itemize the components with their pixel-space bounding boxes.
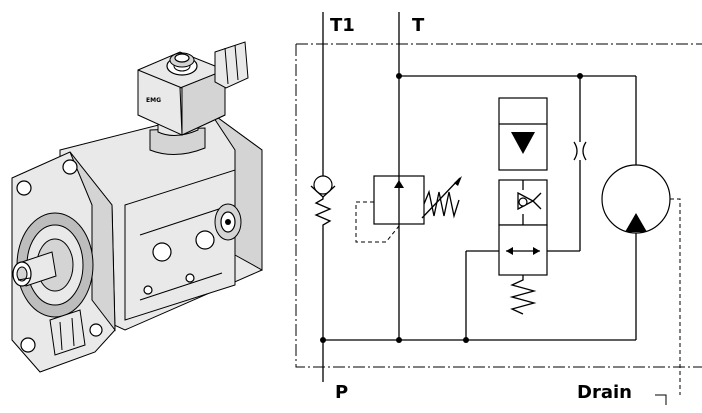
port-label-p: P [335,382,348,403]
check-valve-t1 [310,12,336,382]
port-label-drain: Drain [577,382,632,403]
pump-symbol [601,76,681,395]
relief-valve [355,175,462,243]
port-label-t1: T1 [330,15,355,36]
solenoid-directional-valve [465,97,580,340]
restrictor [573,76,587,251]
pump-illustration: EMG [11,41,263,373]
enclosure-boundary [295,43,702,368]
svg-text:EMG: EMG [146,97,161,104]
hydraulic-schematic [295,12,702,395]
port-label-t: T [412,15,425,36]
drain-leader [655,394,667,405]
